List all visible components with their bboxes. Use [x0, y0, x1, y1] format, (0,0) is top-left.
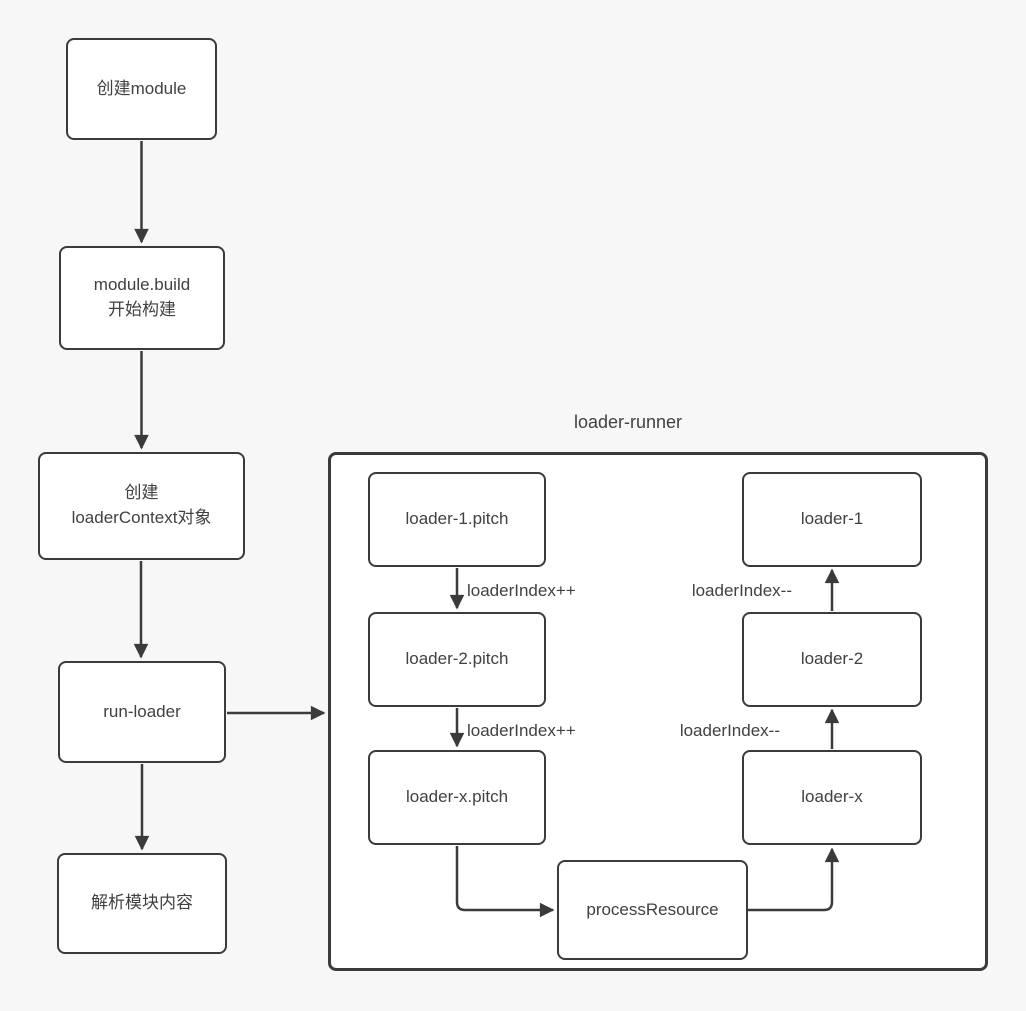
node-module-build-label: module.build 开始构建	[93, 275, 191, 319]
node-loaderx-pitch: loader-x.pitch	[368, 750, 546, 845]
node-run-loader: run-loader	[58, 661, 226, 763]
node-loader1-label: loader-1	[800, 509, 864, 529]
edge-label-loader-index-decrement-1: loaderIndex--	[691, 581, 792, 600]
edge-label-loader-index-increment-1: loaderIndex++	[467, 581, 576, 600]
node-parse-module-content-label: 解析模块内容	[91, 893, 193, 913]
node-run-loader-label: run-loader	[103, 701, 181, 721]
node-loaderx: loader-x	[742, 750, 922, 845]
node-loader2-pitch: loader-2.pitch	[368, 612, 546, 707]
node-create-module: 创建module	[66, 38, 217, 140]
node-process-resource: processResource	[557, 860, 748, 960]
node-loader2: loader-2	[742, 612, 922, 707]
node-loaderx-pitch-label: loader-x.pitch	[405, 787, 509, 807]
node-loader2-label: loader-2	[800, 649, 864, 669]
edge-label-loader-index-decrement-2: loaderIndex--	[679, 721, 780, 740]
node-loaderx-label: loader-x	[801, 787, 863, 807]
node-create-module-label: 创建module	[96, 78, 187, 98]
node-loader1-pitch: loader-1.pitch	[368, 472, 546, 567]
node-create-loader-context-label: 创建 loaderContext对象	[71, 483, 212, 527]
node-loader1: loader-1	[742, 472, 922, 567]
node-parse-module-content: 解析模块内容	[57, 853, 227, 954]
node-loader1-pitch-label: loader-1.pitch	[405, 509, 509, 529]
node-module-build: module.build 开始构建	[59, 246, 225, 350]
node-process-resource-label: processResource	[586, 899, 719, 919]
node-create-loader-context: 创建 loaderContext对象	[38, 452, 245, 560]
node-loader2-pitch-label: loader-2.pitch	[405, 649, 509, 669]
loader-runner-title: loader-runner	[573, 412, 683, 432]
edge-label-loader-index-increment-2: loaderIndex++	[467, 721, 576, 740]
